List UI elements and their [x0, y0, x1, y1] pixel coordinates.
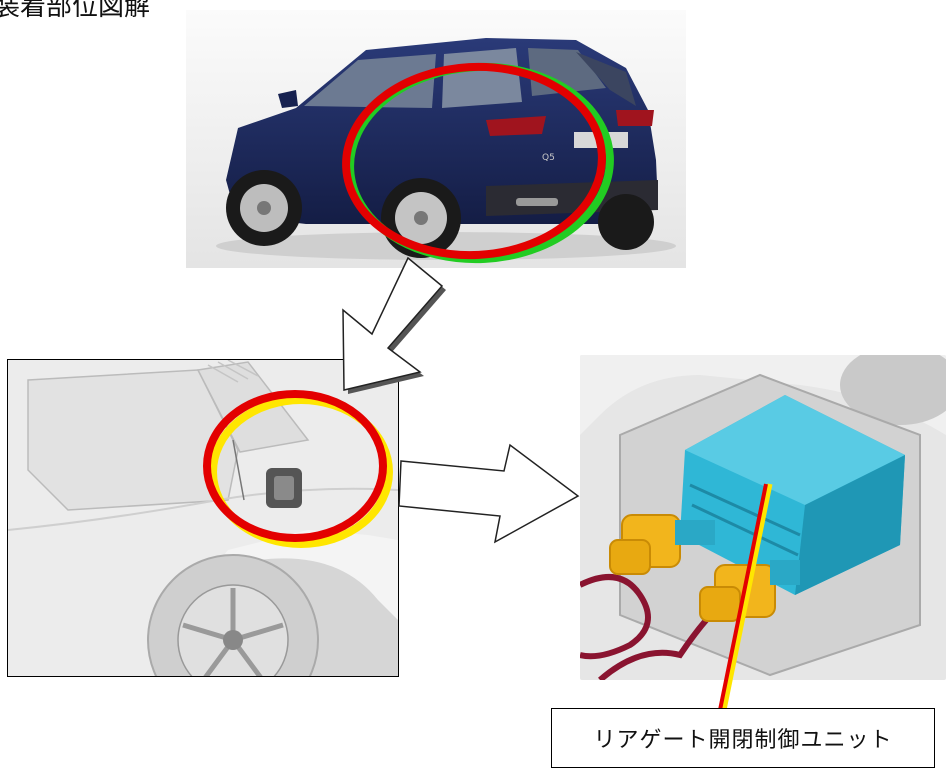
callout-label: リアゲート開閉制御ユニット	[593, 728, 893, 753]
page-heading: 装着部位図解	[0, 0, 151, 22]
car-badge: Q5	[542, 153, 555, 163]
car-rear-photo: Q5	[186, 10, 686, 268]
arrow-right-icon	[398, 443, 580, 544]
callout-label-box: リアゲート開閉制御ユニット	[551, 708, 935, 768]
control-unit-closeup	[580, 355, 946, 680]
connector-left	[609, 514, 681, 575]
rear-side-drawing	[7, 359, 399, 677]
